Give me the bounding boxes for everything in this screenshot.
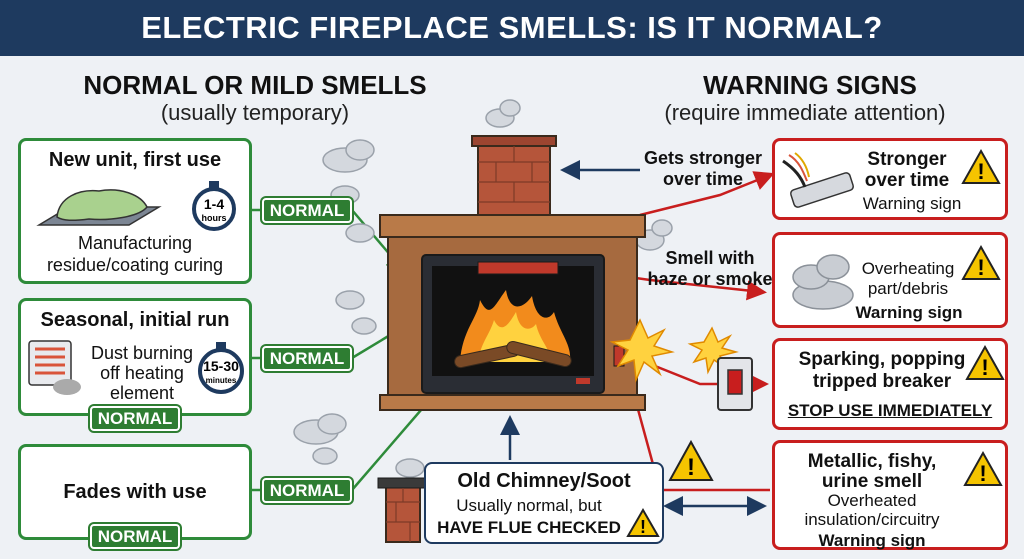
normal-badge: NORMAL [262, 478, 352, 503]
svg-text:!: ! [640, 517, 646, 537]
chimney-icon [377, 477, 429, 543]
warning-section-heading: WARNING SIGNS [703, 70, 917, 100]
label-stronger-line2: over time [662, 169, 744, 189]
warning-triangle-icon: ! [668, 439, 714, 481]
warning-triangle-icon: ! [963, 450, 1003, 486]
card-sub: Warning sign [862, 194, 962, 213]
power-strip-icon [782, 152, 854, 208]
warning-triangle-icon: ! [626, 507, 660, 537]
card-seasonal: Seasonal, initial run Dust burning off h… [18, 298, 252, 416]
svg-text:!: ! [687, 454, 695, 481]
card-desc-line2: residue/coating curing [46, 255, 224, 275]
card-title: Seasonal, initial run [40, 309, 230, 331]
svg-text:!: ! [979, 461, 986, 486]
card-title-line1: Stronger [867, 149, 947, 170]
svg-text:minutes: minutes [206, 376, 237, 385]
card-desc-line1: Dust burning [90, 343, 194, 363]
old-chimney-box: Old Chimney/Soot Usually normal, but HAV… [424, 462, 664, 544]
label-haze-line2: haze or smoke [647, 269, 773, 289]
wall-switch-icon [717, 357, 753, 411]
card-line2: insulation/circuitry [804, 510, 940, 529]
card-title-line2: over time [864, 170, 950, 191]
card-stronger-over-time: Stronger over time Warning sign ! [772, 138, 1008, 220]
chimney-line2: HAVE FLUE CHECKED [437, 518, 621, 537]
warning-triangle-icon: ! [961, 148, 1001, 184]
card-desc-line1: Manufacturing [77, 233, 193, 253]
svg-text:hours: hours [201, 213, 226, 223]
svg-text:15-30: 15-30 [203, 358, 239, 374]
card-sub: Warning sign [818, 531, 926, 550]
card-desc-line2: off heating [100, 363, 184, 383]
cloth-covered-unit-icon [36, 189, 162, 226]
card-title: Fades with use [63, 481, 207, 503]
svg-text:!: ! [981, 355, 988, 380]
heating-element-icon [28, 340, 81, 395]
normal-badge: NORMAL [90, 406, 180, 431]
card-new-unit: New unit, first use 1-4 hours Manufactur… [18, 138, 252, 284]
card-title-line2: tripped breaker [812, 371, 952, 392]
card-sub: Warning sign [855, 303, 963, 322]
normal-section-heading: NORMAL OR MILD SMELLS [83, 70, 427, 100]
card-title-line1: Metallic, fishy, [807, 451, 937, 472]
normal-badge: NORMAL [262, 198, 352, 223]
card-line2: part/debris [867, 279, 949, 298]
card-overheating: Overheating part/debris Warning sign ! [772, 232, 1008, 328]
fireplace-illustration [379, 135, 646, 411]
warning-triangle-icon: ! [961, 244, 1001, 280]
smoke-cloud-icon [792, 254, 854, 310]
card-metallic-smell: Metallic, fishy, urine smell Overheated … [772, 440, 1008, 550]
normal-section-subheading: (usually temporary) [160, 100, 350, 125]
card-title-line2: urine smell [821, 471, 923, 492]
warning-section-subheading: (require immediate attention) [664, 100, 946, 125]
card-line1: Overheated [827, 491, 917, 510]
normal-badge: NORMAL [90, 524, 180, 549]
stopwatch-icon: 1-4 hours [192, 181, 236, 231]
spark-icon [609, 318, 739, 383]
svg-text:!: ! [977, 159, 984, 184]
stopwatch-icon: 15-30 minutes [198, 342, 244, 394]
warning-triangle-icon: ! [965, 344, 1005, 380]
svg-text:1-4: 1-4 [204, 196, 224, 212]
smoke-cloud-icon [293, 99, 673, 478]
card-line1: Overheating [861, 259, 955, 278]
label-haze-line1: Smell with [665, 248, 755, 268]
page-title: ELECTRIC FIREPLACE SMELLS: IS IT NORMAL? [0, 0, 1024, 56]
card-desc-line3: element [109, 383, 175, 403]
normal-badge: NORMAL [262, 346, 352, 371]
svg-text:!: ! [977, 255, 984, 280]
chimney-title: Old Chimney/Soot [457, 470, 631, 492]
stop-use-warning: STOP USE IMMEDIATELY [787, 401, 993, 420]
card-title: New unit, first use [48, 149, 222, 171]
label-stronger-line1: Gets stronger [643, 148, 763, 168]
card-sparking: Sparking, popping tripped breaker STOP U… [772, 338, 1008, 430]
card-title-line1: Sparking, popping [798, 349, 966, 370]
chimney-line1: Usually normal, but [456, 496, 602, 515]
